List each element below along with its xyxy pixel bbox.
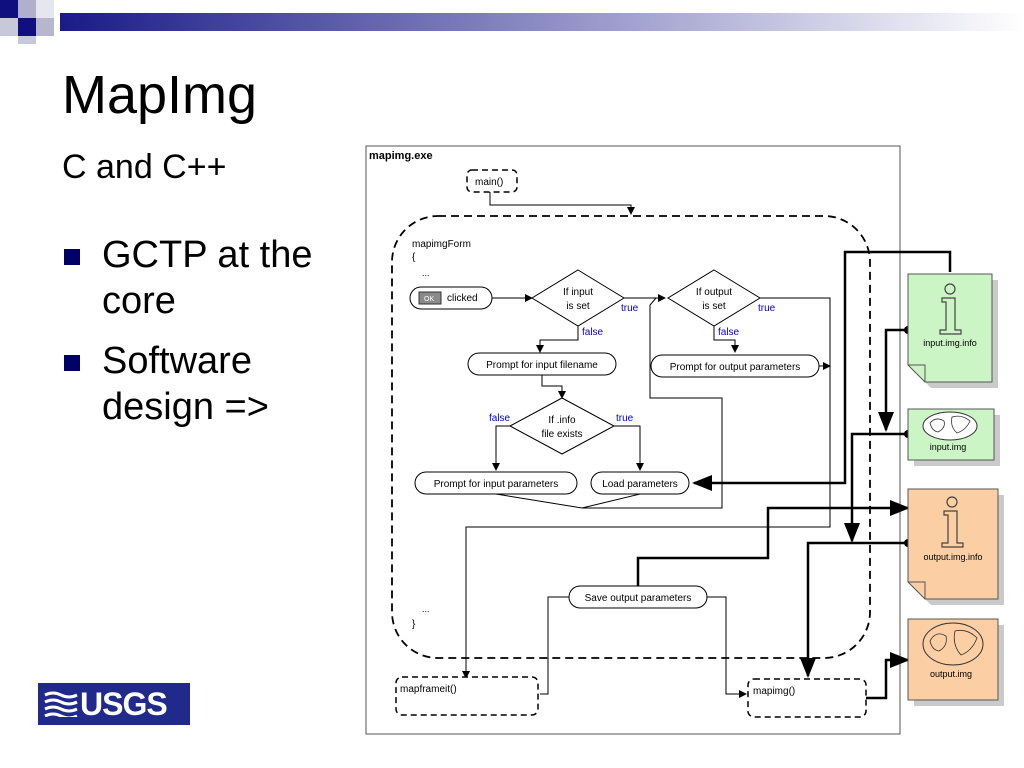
globe-icon — [922, 622, 984, 666]
if-input-line2: is set — [566, 301, 590, 312]
bullet-item: GCTP at the core — [62, 232, 362, 324]
input-info-to-mapimg-flow — [878, 328, 908, 432]
bullet-square-icon — [64, 355, 80, 371]
if-input-false-label: false — [582, 327, 604, 338]
main-function-label: main() — [475, 177, 503, 188]
bullet-text: GCTP at the core — [102, 234, 313, 322]
form-dots-top: ... — [422, 268, 430, 278]
save-to-output-info-flow — [636, 500, 910, 586]
prompt-input-params-label: Prompt for input parameters — [434, 479, 559, 490]
if-input-true-label: true — [621, 303, 639, 314]
filename-to-if-info-arrow — [541, 375, 566, 399]
form-open-brace: { — [412, 252, 416, 263]
exe-frame-title: mapimg.exe — [369, 150, 433, 162]
loop-back-line — [582, 297, 723, 509]
if-info-true-label: true — [616, 413, 634, 424]
form-name: mapimgForm — [412, 239, 471, 250]
main-function-box — [466, 169, 518, 193]
output-img-file-label: output.img — [930, 669, 972, 679]
title-bar-decoration — [0, 0, 1024, 44]
prompt-output-params-label: Prompt for output parameters — [670, 362, 801, 373]
if-info-diamond — [508, 397, 616, 455]
if-info-line1: If .info — [548, 415, 576, 426]
main-to-form-arrow — [489, 192, 635, 215]
save-output-params-label: Save output parameters — [585, 593, 692, 604]
if-output-false-arrow — [713, 326, 739, 353]
mapimg-label: mapimg() — [753, 686, 795, 697]
if-info-false-arrow — [492, 425, 510, 471]
input-img-file-label: input.img — [930, 442, 967, 452]
globe-icon — [922, 411, 978, 441]
output-info-file: output.img.info — [907, 488, 1004, 605]
form-close-brace: } — [412, 619, 416, 630]
if-info-line2: file exists — [541, 429, 582, 440]
slide-title: MapImg — [62, 65, 258, 125]
form-dots-bottom: ... — [422, 604, 430, 614]
output-info-file-label: output.img.info — [923, 552, 982, 562]
output-img-file: output.img — [907, 618, 1004, 706]
input-info-flow — [692, 250, 952, 491]
output-info-to-mapimg-flow — [800, 541, 908, 678]
if-output-line1: If output — [696, 287, 732, 298]
if-output-true-label: true — [758, 303, 776, 314]
if-output-line2: is set — [702, 301, 726, 312]
slide-subtitle: C and C++ — [62, 148, 227, 186]
wave-icon — [44, 691, 78, 717]
clicked-label: clicked — [447, 293, 478, 304]
info-i-icon — [939, 283, 962, 335]
prompt-input-filename-label: Prompt for input filename — [486, 360, 598, 371]
input-img-file: input.img — [907, 408, 1000, 466]
bullet-list: GCTP at the core Software design => — [62, 232, 362, 444]
if-output-true-line — [462, 297, 831, 679]
load-params-label: Load parameters — [602, 479, 678, 490]
usgs-logo: USGS — [38, 683, 190, 725]
input-info-file-label: input.img.info — [923, 338, 977, 348]
if-input-false-arrow — [536, 326, 579, 353]
mapimg-to-output-img-flow — [866, 652, 910, 700]
input-img-flow — [844, 432, 908, 543]
info-i-icon — [941, 496, 964, 548]
input-info-file: input.img.info — [907, 273, 998, 388]
save-to-mapframeit-line — [540, 596, 569, 695]
exe-frame — [365, 145, 901, 735]
ok-button-icon — [418, 291, 442, 305]
if-info-true-arrow — [614, 425, 644, 471]
if-input-line1: If input — [563, 287, 593, 298]
usgs-logo-text: USGS — [80, 686, 168, 722]
bullet-item: Software design => — [62, 338, 362, 430]
bullet-text: Software design => — [102, 340, 269, 428]
mapimg-function-box — [747, 678, 867, 718]
mapframeit-label: mapframeit() — [400, 684, 457, 695]
if-info-false-label: false — [489, 413, 511, 424]
save-to-mapimg-arrow — [707, 596, 747, 698]
mapimgform-boundary — [391, 215, 871, 659]
mapframeit-function-box — [395, 676, 539, 716]
bullet-square-icon — [64, 249, 80, 265]
ok-button-label: OK — [424, 296, 434, 303]
if-output-false-label: false — [718, 327, 740, 338]
